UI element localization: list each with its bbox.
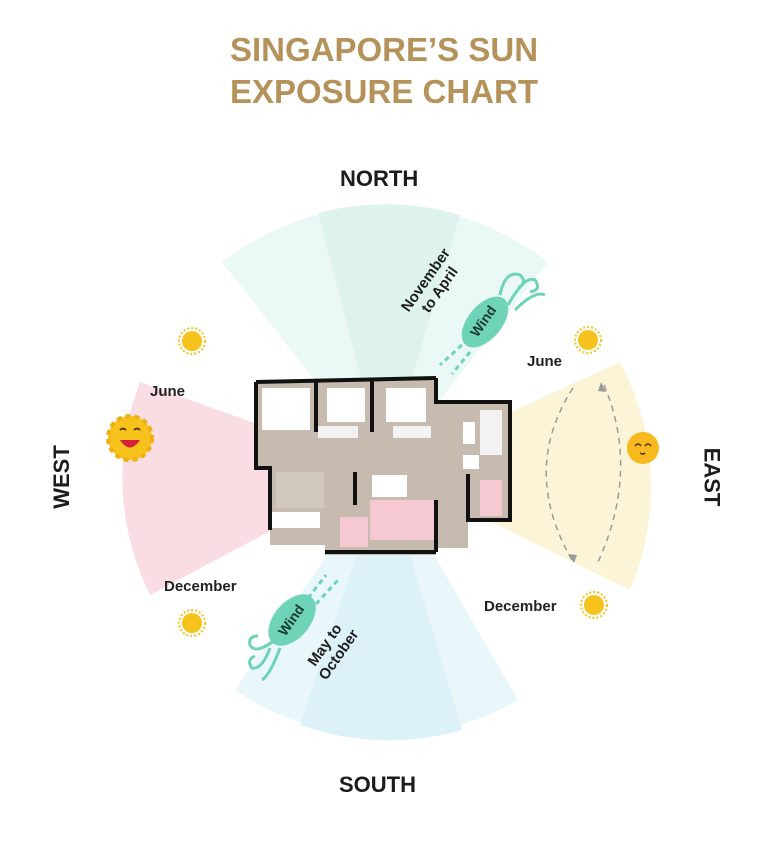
small-sun-icon (178, 327, 206, 355)
east-sector (385, 362, 652, 590)
sun-path-arc (545, 384, 622, 563)
west-sector (122, 382, 385, 595)
laughing-sun-icon (106, 414, 154, 462)
west-december-label: December (164, 578, 237, 595)
arc-arrow-down-icon (568, 554, 577, 563)
south-sector (235, 470, 518, 741)
west-june-label: June (150, 383, 186, 400)
compass-east: EAST (699, 447, 725, 507)
north-sector (222, 204, 548, 471)
small-sun-icon (580, 591, 608, 619)
small-sun-icon (574, 326, 602, 354)
compass-south: SOUTH (339, 772, 416, 797)
east-december-label: December (484, 598, 557, 615)
wind-cloud-south (248, 574, 340, 682)
small-sun-icon (178, 609, 206, 637)
floor-plan (254, 376, 512, 555)
arc-arrow-up-icon (598, 382, 606, 392)
wind-cloud-north (438, 272, 546, 375)
compass-west: WEST (48, 445, 74, 509)
east-june-label: June (527, 353, 563, 370)
chart-title-line1: SINGAPORE’S SUN (229, 31, 539, 68)
compass-north: NORTH (340, 166, 419, 191)
chart-title-line2: EXPOSURE CHART (229, 73, 539, 110)
smiling-sun-icon (627, 432, 659, 464)
